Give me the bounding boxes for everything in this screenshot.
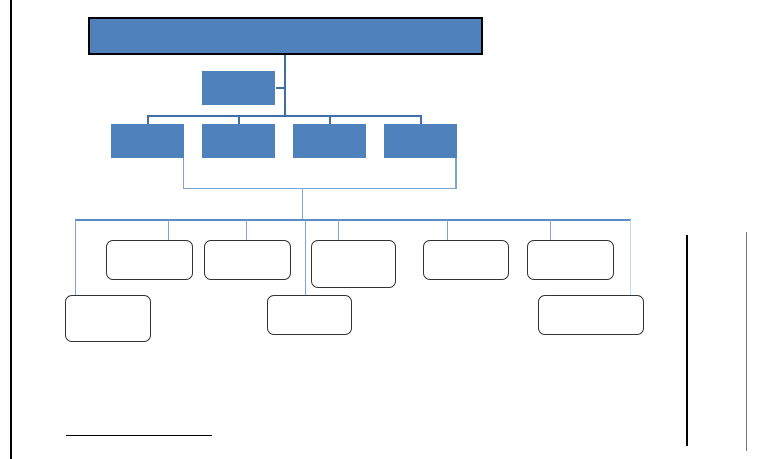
connector	[420, 115, 422, 124]
connector	[305, 220, 306, 296]
top-title-box[interactable]	[88, 17, 483, 55]
connector	[147, 115, 149, 124]
connector	[329, 115, 331, 124]
connector	[338, 220, 339, 240]
connector	[455, 158, 457, 189]
footnote-rule	[66, 435, 212, 436]
connector	[238, 115, 240, 124]
connector	[75, 220, 76, 296]
connector	[147, 115, 422, 117]
connector	[630, 220, 631, 296]
connector	[284, 55, 286, 116]
right-rule-dark	[686, 235, 688, 446]
level2-box-4[interactable]	[384, 124, 457, 158]
level3-box-5[interactable]	[527, 240, 614, 280]
connector	[246, 220, 247, 240]
level3-box-1[interactable]	[106, 240, 193, 280]
level2-box-3[interactable]	[293, 124, 366, 158]
connector	[75, 219, 631, 221]
level4-box-1[interactable]	[65, 295, 151, 342]
level3-box-4[interactable]	[423, 240, 509, 280]
level2-box-2[interactable]	[202, 124, 275, 158]
connector	[183, 188, 457, 189]
level3-box-2[interactable]	[204, 240, 291, 280]
level2-box-1[interactable]	[111, 124, 184, 158]
connector	[168, 220, 169, 240]
connector	[447, 220, 448, 240]
level1-box[interactable]	[202, 71, 275, 105]
level4-box-3[interactable]	[538, 295, 644, 335]
connector	[302, 188, 303, 220]
connector	[550, 220, 551, 240]
connector	[183, 158, 184, 189]
right-rule-light	[746, 232, 747, 451]
connector	[276, 87, 284, 89]
level3-box-3[interactable]	[311, 240, 396, 288]
left-page-border	[10, 0, 12, 459]
level4-box-2[interactable]	[267, 295, 352, 335]
